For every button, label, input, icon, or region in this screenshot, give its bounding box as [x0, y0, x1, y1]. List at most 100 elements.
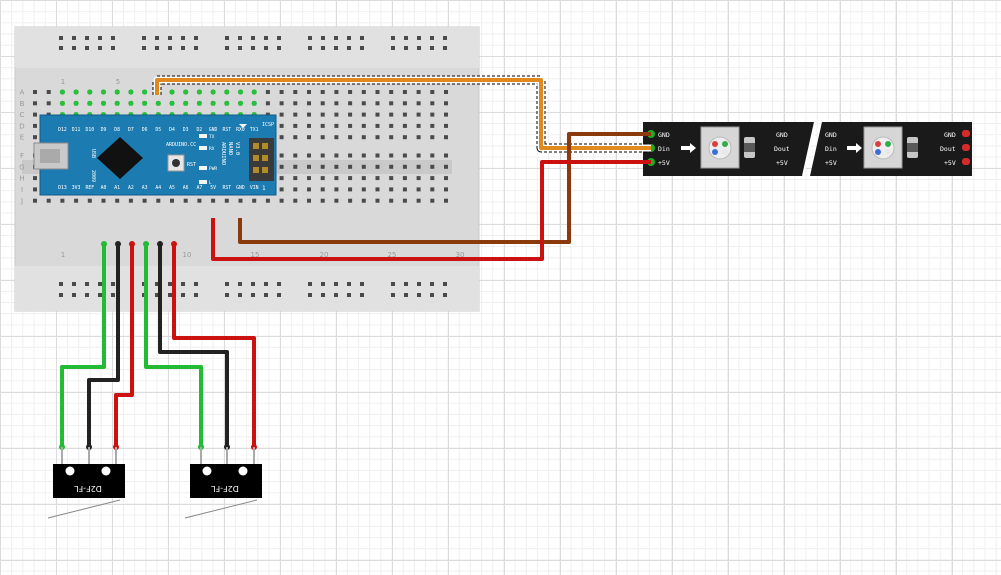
rail-hole	[181, 36, 185, 40]
rail-hole	[72, 293, 76, 297]
arduino-nano[interactable]: USB 2009 RST TX RX PWR L ARDUINO.CC ARDU…	[33, 114, 277, 196]
led-rx-label: RX	[209, 146, 215, 152]
breadboard-hole	[307, 198, 311, 203]
row-label: A	[20, 89, 25, 97]
breadboard-hole	[320, 164, 325, 169]
reset-label: RST	[187, 162, 196, 168]
rail-hole	[391, 46, 395, 50]
resistor-band	[907, 143, 918, 152]
mount-hole	[65, 466, 75, 476]
occupied-hole	[142, 89, 148, 95]
occupied-hole	[210, 89, 216, 95]
breadboard-hole	[279, 187, 284, 192]
rail-hole	[443, 36, 447, 40]
breadboard-hole	[444, 101, 448, 106]
rail-hole	[430, 36, 434, 40]
pin-label: D12	[58, 127, 67, 133]
occupied-hole	[237, 100, 244, 106]
wire-switch2-green[interactable]	[144, 244, 203, 447]
breadboard-hole	[402, 135, 407, 140]
breadboard-hole	[307, 101, 311, 106]
breadboard-hole	[60, 198, 65, 203]
breadboard-hole	[402, 101, 407, 106]
strip-pad-gnd-out	[962, 130, 970, 137]
breadboard-hole	[293, 90, 298, 94]
wire-switch1-green[interactable]	[60, 244, 106, 447]
breadboard-hole	[307, 112, 311, 117]
breadboard-hole	[279, 198, 284, 203]
icsp-header	[249, 138, 274, 181]
breadboard-hole	[430, 112, 435, 117]
nano-label: NANO	[227, 142, 233, 155]
pin-label: A6	[183, 185, 189, 191]
rail-hole	[225, 282, 229, 286]
breadboard-hole	[307, 90, 311, 94]
breadboard-hole	[361, 101, 366, 106]
reset-button-cap[interactable]	[172, 159, 180, 167]
breadboard-hole	[170, 198, 174, 203]
breadboard-hole	[87, 198, 92, 203]
breadboard-hole	[279, 153, 284, 158]
breadboard-hole	[416, 176, 421, 181]
column-label: 10	[183, 251, 192, 259]
wire-switch2-black[interactable]	[158, 244, 229, 447]
rail-hole	[321, 293, 325, 297]
breadboard-hole	[307, 153, 311, 158]
wire-data-orange[interactable]	[155, 78, 651, 150]
led-blue-die	[875, 149, 881, 155]
wire-end	[129, 241, 135, 247]
resistor-band	[744, 143, 755, 152]
switch-2[interactable]: D2F-FL	[184, 447, 262, 519]
wire-switch2-red[interactable]	[172, 244, 256, 447]
breadboard-hole	[265, 198, 270, 203]
breadboard-hole	[416, 153, 421, 158]
occupied-hole	[87, 100, 93, 106]
wire-5v-red[interactable]	[211, 160, 651, 261]
led-l	[199, 180, 207, 184]
breadboard-hole	[320, 176, 325, 181]
rail-hole	[308, 293, 312, 297]
pin-label: A1	[114, 185, 120, 191]
breadboard-hole	[293, 135, 298, 140]
breadboard-hole	[334, 90, 339, 94]
breadboard-hole	[348, 101, 353, 106]
breadboard-hole	[416, 164, 421, 169]
rail-hole	[98, 293, 102, 297]
rail-hole	[194, 293, 198, 297]
strip-pin-label: +5V	[658, 159, 670, 167]
wire-switch1-red[interactable]	[114, 244, 134, 447]
row-label: F	[20, 152, 24, 160]
breadboard-hole	[33, 123, 37, 128]
pin-label: D11	[72, 127, 81, 133]
wire-end	[115, 241, 121, 247]
row-label: H	[19, 175, 24, 183]
breadboard-hole	[33, 176, 37, 181]
occupied-hole	[59, 100, 65, 106]
rail-hole	[59, 36, 63, 40]
column-label: 30	[456, 251, 465, 259]
pin-label: A7	[197, 185, 203, 191]
rail-hole	[111, 282, 115, 286]
wire-switch1-black[interactable]	[87, 244, 120, 447]
pin-label: D13	[58, 185, 67, 191]
switch-1[interactable]: D2F-FL	[47, 447, 125, 519]
occupied-hole	[87, 89, 93, 95]
rail-hole	[443, 282, 447, 286]
breadboard-hole	[389, 112, 394, 117]
column-label: 5	[116, 78, 120, 86]
led-pwr	[199, 166, 207, 170]
arduino-board	[39, 114, 277, 196]
occupied-hole	[196, 100, 202, 106]
led-strip[interactable]: GND Din +5V GND Dout +5V GND Din +5V GND…	[643, 121, 972, 177]
occupied-hole	[142, 100, 148, 106]
pin-label: A4	[155, 185, 161, 191]
icsp-pin	[262, 143, 268, 149]
rail-hole	[59, 282, 63, 286]
wire-gnd-brown[interactable]	[238, 132, 651, 244]
breadboard-hole	[279, 90, 284, 94]
breadboard-hole	[348, 176, 353, 181]
rail-hole	[251, 293, 255, 297]
breadboard-hole	[252, 198, 257, 203]
